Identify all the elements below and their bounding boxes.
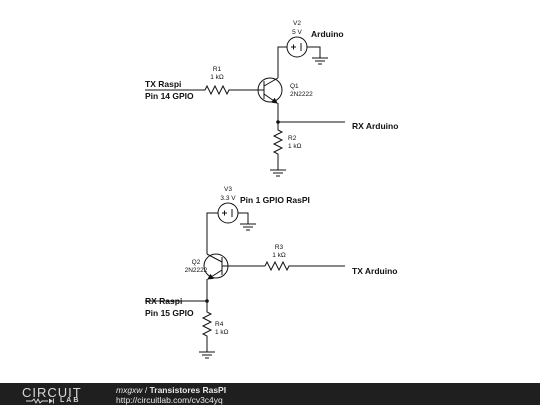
circuitlab-logo-text[interactable]: CIRCUIT xyxy=(22,385,82,400)
title-separator: / xyxy=(142,385,150,395)
v3-name-label: V3 xyxy=(224,186,232,193)
q2-name-label: Q2 xyxy=(192,259,201,266)
r2-name-label: R2 xyxy=(288,135,297,142)
q1-part-label: 2N2222 xyxy=(290,91,313,98)
r4-resistor xyxy=(201,301,213,352)
r3-value-label: 1 kΩ xyxy=(272,252,286,259)
circuit-2 xyxy=(145,202,345,359)
v3-value-label: 3.3 V xyxy=(220,195,236,202)
rx-arduino-label: RX Arduino xyxy=(352,121,398,131)
tx-raspi-label: TX Raspi xyxy=(145,79,181,89)
author-link[interactable]: mxgxw xyxy=(116,385,143,395)
ground-1-bottom xyxy=(270,169,286,177)
r4-name-label: R4 xyxy=(215,321,224,328)
r4-value-label: 1 kΩ xyxy=(215,329,229,336)
tx-arduino-label: TX Arduino xyxy=(352,266,397,276)
schematic-name[interactable]: Transistores RasPI xyxy=(149,385,227,395)
circuitlab-logo-sub: LAB xyxy=(60,397,81,404)
v2-net-label: Arduino xyxy=(311,29,344,39)
wire-v2-gnd xyxy=(307,46,321,58)
q1-name-label: Q1 xyxy=(290,83,299,90)
r1-resistor xyxy=(145,84,235,96)
r3-name-label: R3 xyxy=(275,244,284,251)
circuit-1 xyxy=(145,36,345,177)
ground-2-top xyxy=(240,223,256,231)
rx-raspi-label: RX Raspi xyxy=(145,296,182,306)
r3-resistor xyxy=(264,260,345,272)
schematic-title: mxgxw / Transistores RasPI xyxy=(116,385,226,395)
v2-source xyxy=(286,36,308,58)
schematic-url-link[interactable]: http://circuitlab.com/cv3c4yq xyxy=(116,395,223,405)
wire-v3-collector xyxy=(206,212,218,254)
ground-2-bottom xyxy=(199,351,215,359)
v2-name-label: V2 xyxy=(293,20,301,27)
ground-1-top xyxy=(312,57,328,65)
wire-v2-collector xyxy=(277,46,287,78)
v2-value-label: 5 V xyxy=(292,29,302,36)
v3-net-label: Pin 1 GPIO RasPI xyxy=(240,195,310,205)
v3-source xyxy=(217,202,239,224)
r1-name-label: R1 xyxy=(213,66,222,73)
circuitlab-logo-icon xyxy=(26,398,54,404)
wire-v3-gnd xyxy=(238,212,249,224)
tx-pin-label: Pin 14 GPIO xyxy=(145,91,194,101)
footer-bar xyxy=(0,383,540,405)
r2-value-label: 1 kΩ xyxy=(288,143,302,150)
r2-resistor xyxy=(272,122,284,170)
q2-part-label: 2N2222 xyxy=(185,267,208,274)
rx-pin-label: Pin 15 GPIO xyxy=(145,308,194,318)
r1-value-label: 1 kΩ xyxy=(210,74,224,81)
